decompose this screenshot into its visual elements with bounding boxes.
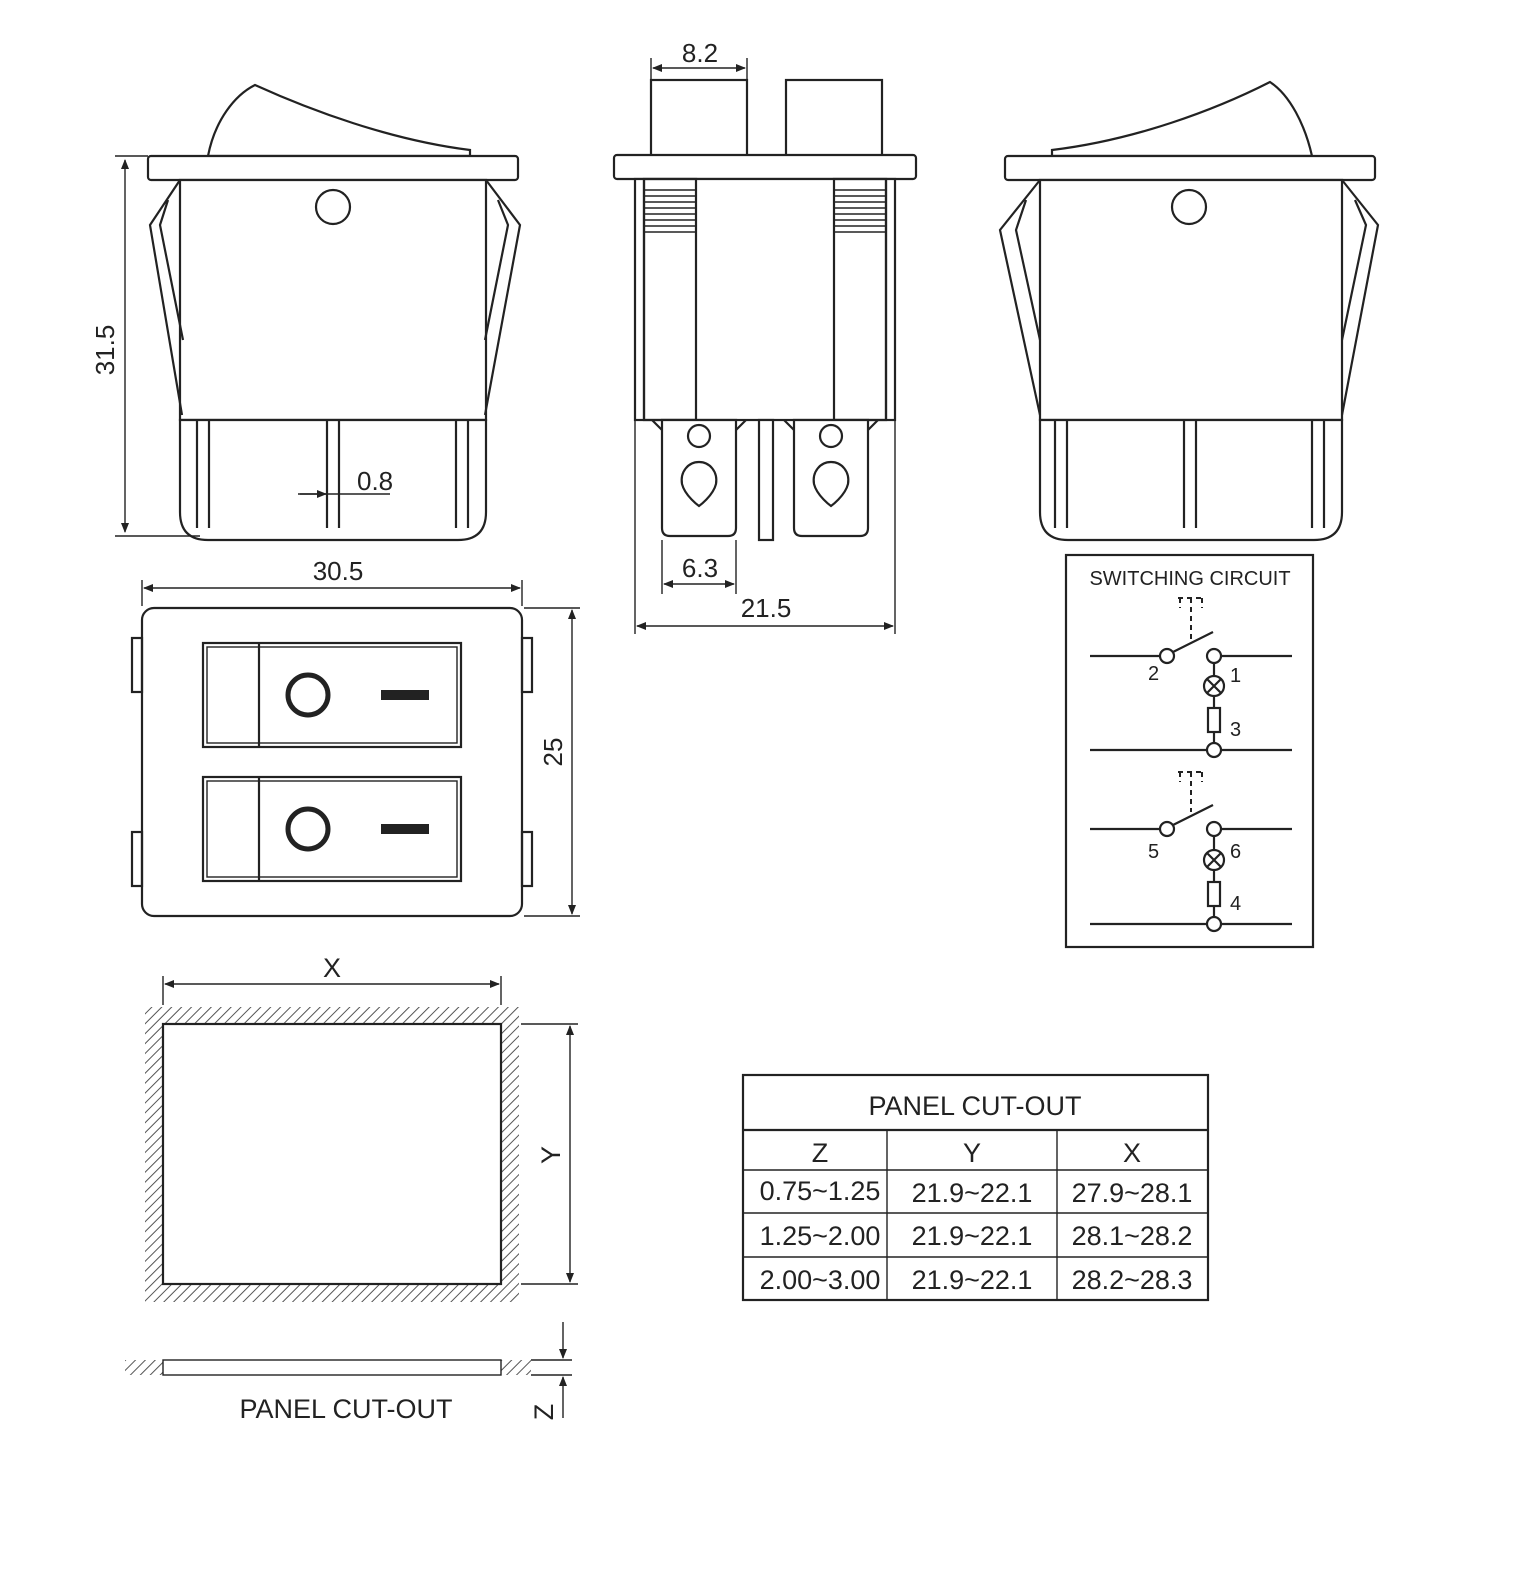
side-terminal-left-hole bbox=[680, 460, 718, 508]
cutout-table-frame bbox=[741, 1073, 1210, 1302]
front-led-hole bbox=[314, 188, 352, 226]
contact-3 bbox=[1205, 741, 1223, 759]
table-cell: 28.2~28.3 bbox=[1072, 1265, 1193, 1295]
table-cell: 1.25~2.00 bbox=[760, 1221, 881, 1251]
cutout-table-header-y: Y bbox=[963, 1138, 981, 1168]
front-base bbox=[178, 418, 488, 542]
top-rocker-1 bbox=[201, 641, 463, 749]
off-symbol-icon bbox=[285, 806, 331, 852]
contact-2 bbox=[1158, 647, 1176, 665]
table-cell: 2.00~3.00 bbox=[760, 1265, 881, 1295]
contact-6 bbox=[1205, 820, 1223, 838]
front-terminal-left bbox=[195, 420, 211, 528]
cutout-section-right bbox=[501, 1360, 531, 1375]
cutout-z-label: Z bbox=[529, 1404, 559, 1421]
table-cell: 21.9~22.1 bbox=[912, 1265, 1033, 1295]
cutout-x-label: X bbox=[323, 953, 341, 983]
table-cell: 21.9~22.1 bbox=[912, 1178, 1033, 1208]
pin-label-5: 5 bbox=[1148, 841, 1159, 863]
top-width-dim: 30.5 bbox=[313, 556, 364, 586]
resistor-icon bbox=[1206, 880, 1222, 908]
pin-label-6: 6 bbox=[1230, 841, 1241, 863]
side-rocker-left bbox=[649, 78, 749, 158]
cutout-y-label: Y bbox=[536, 1146, 566, 1164]
side-terminal-left bbox=[660, 418, 738, 538]
rear-led-hole bbox=[1170, 188, 1208, 226]
front-terminal-right bbox=[454, 420, 470, 528]
off-symbol-icon bbox=[285, 672, 331, 718]
rear-rocker bbox=[1050, 80, 1314, 158]
top-rocker-2 bbox=[201, 775, 463, 883]
side-body bbox=[633, 177, 897, 422]
switch-lever-2 bbox=[1172, 804, 1214, 826]
side-clip-left-ridges bbox=[644, 189, 696, 233]
rear-view bbox=[998, 80, 1380, 542]
switching-circuit-frame bbox=[1064, 553, 1315, 949]
rear-terminal-center bbox=[1182, 420, 1198, 528]
pin-label-4: 4 bbox=[1230, 893, 1241, 915]
cutout-drawing: X Y Z PANEL CUT-OUT bbox=[125, 953, 578, 1424]
side-terminal-right bbox=[792, 418, 870, 538]
rear-terminal-right bbox=[1310, 420, 1326, 528]
side-terminal-dim: 6.3 bbox=[682, 553, 718, 583]
table-cell: 0.75~1.25 bbox=[760, 1176, 881, 1206]
front-flange bbox=[146, 154, 520, 182]
side-clip-right-ridges bbox=[834, 189, 886, 233]
table-cell: 21.9~22.1 bbox=[912, 1221, 1033, 1251]
rear-flange bbox=[1003, 154, 1377, 182]
side-flange bbox=[612, 153, 918, 181]
pin-label-3: 3 bbox=[1230, 719, 1241, 741]
side-view: 8.2 6.3 21.5 bbox=[612, 38, 918, 634]
side-rocker-right bbox=[784, 78, 884, 158]
contact-1 bbox=[1205, 647, 1223, 665]
cutout-table-header-z: Z bbox=[812, 1138, 829, 1168]
side-depth-dim: 21.5 bbox=[741, 593, 792, 623]
pin-label-2: 2 bbox=[1148, 663, 1159, 685]
cutout-table: PANEL CUT-OUT Z Y X 0.75~1.25 21.9~22.1 … bbox=[741, 1073, 1210, 1302]
top-body bbox=[140, 606, 524, 918]
side-terminal-right-hole bbox=[812, 460, 850, 508]
cutout-section-left bbox=[125, 1360, 163, 1375]
switching-circuit: SWITCHING CIRCUIT 2 1 3 bbox=[1064, 553, 1315, 949]
switching-circuit-title: SWITCHING CIRCUIT bbox=[1089, 568, 1290, 590]
front-terminal-center bbox=[325, 420, 341, 528]
cutout-opening bbox=[161, 1022, 503, 1286]
cutout-caption: PANEL CUT-OUT bbox=[239, 1394, 452, 1424]
rear-right-clip bbox=[1340, 179, 1380, 416]
table-cell: 28.1~28.2 bbox=[1072, 1221, 1193, 1251]
front-body bbox=[178, 178, 488, 422]
cutout-table-title: PANEL CUT-OUT bbox=[868, 1091, 1081, 1121]
switch-lever-1 bbox=[1172, 631, 1214, 653]
cutout-table-header-x: X bbox=[1123, 1138, 1141, 1168]
table-cell: 27.9~28.1 bbox=[1072, 1178, 1193, 1208]
front-right-clip bbox=[483, 179, 522, 416]
rear-left-clip bbox=[998, 179, 1042, 416]
on-symbol-icon bbox=[381, 690, 429, 700]
rear-base bbox=[1038, 418, 1344, 542]
rear-terminal-left bbox=[1053, 420, 1069, 528]
rear-body bbox=[1038, 178, 1344, 422]
contact-4 bbox=[1205, 915, 1223, 933]
top-view: 30.5 25 bbox=[130, 556, 580, 918]
front-terminal-dim: 0.8 bbox=[357, 466, 393, 496]
top-height-dim: 25 bbox=[538, 738, 568, 767]
contact-5 bbox=[1158, 820, 1176, 838]
front-height-dim: 31.5 bbox=[90, 325, 120, 376]
front-rocker bbox=[206, 83, 472, 158]
front-view: 31.5 0.8 bbox=[90, 83, 522, 542]
side-center-pin bbox=[757, 418, 775, 542]
pin-label-1: 1 bbox=[1230, 665, 1241, 687]
resistor-icon bbox=[1206, 706, 1222, 734]
side-top-dim: 8.2 bbox=[682, 38, 718, 68]
on-symbol-icon bbox=[381, 824, 429, 834]
front-left-clip bbox=[148, 179, 185, 416]
